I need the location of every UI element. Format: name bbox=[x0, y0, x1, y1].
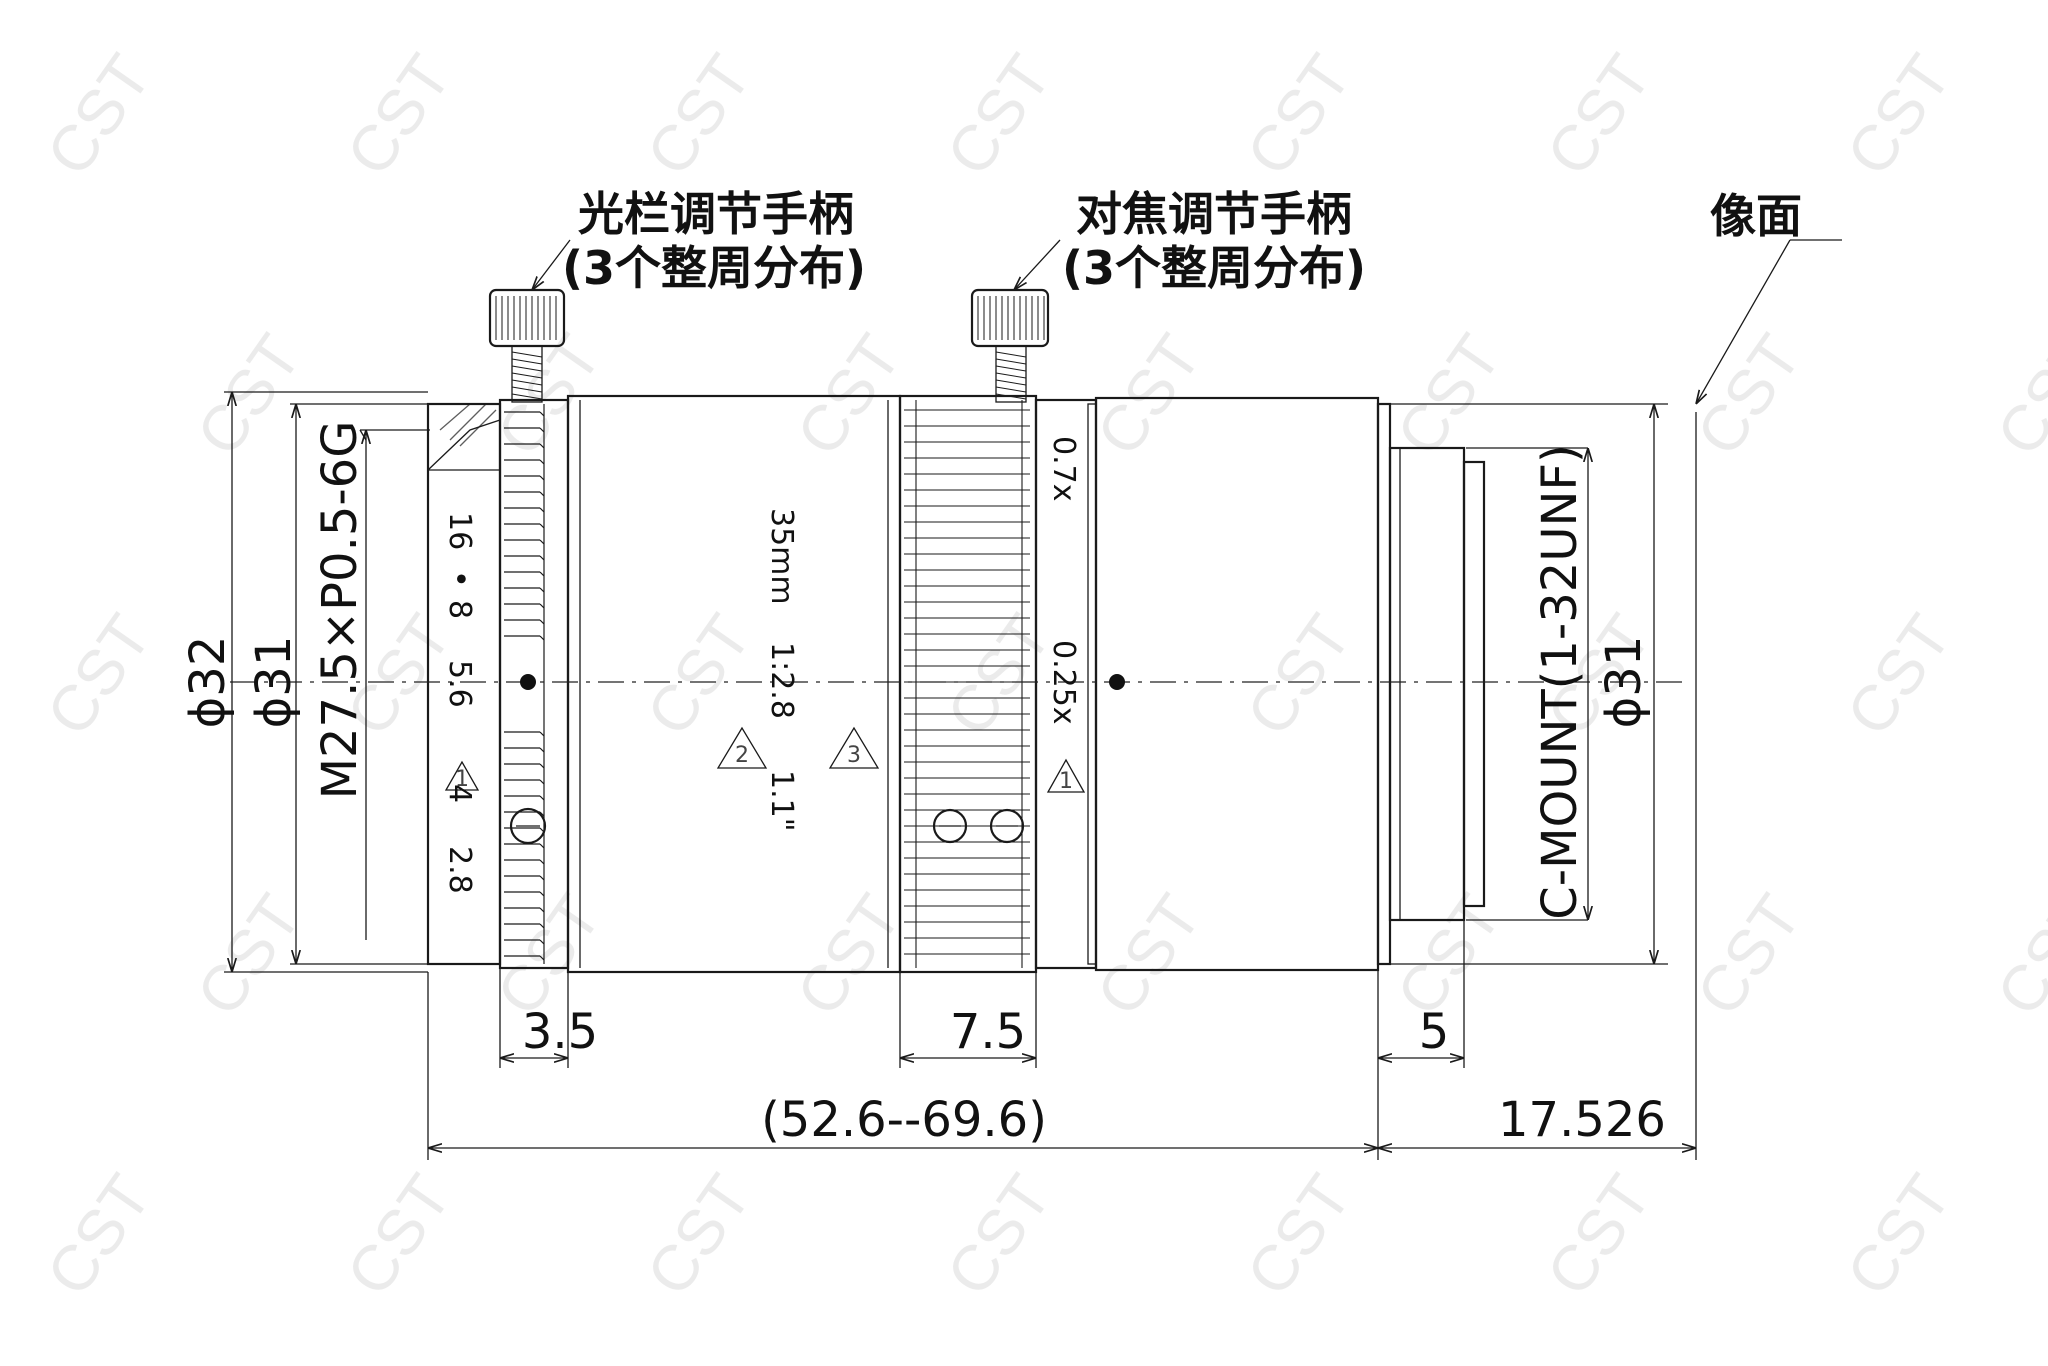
watermark-text: CST bbox=[932, 1162, 1064, 1308]
watermark-text: CST bbox=[1832, 1162, 1964, 1308]
watermark-text: CST bbox=[932, 42, 1064, 188]
flange-distance: 17.526 bbox=[1498, 1092, 1666, 1148]
watermark-text: CST bbox=[32, 1162, 164, 1308]
f-2-8: 2.8 bbox=[442, 846, 477, 894]
iris-handle-thread bbox=[511, 351, 543, 400]
iris-handle-screw bbox=[511, 345, 543, 403]
focal-length: 35mm bbox=[764, 508, 799, 605]
watermark-text: CST bbox=[32, 42, 164, 188]
f-4: 4 bbox=[442, 784, 477, 803]
front-chamfer bbox=[427, 419, 501, 471]
watermark-text: CST bbox=[1982, 322, 2048, 468]
rear-diameter: ϕ31 bbox=[1596, 636, 1652, 729]
watermark-text: CST bbox=[1832, 42, 1964, 188]
mount-thread: C-MOUNT(1-32UNF) bbox=[1532, 444, 1588, 919]
focus-0-7x: 0.7x bbox=[1046, 436, 1081, 501]
watermark-text: CST bbox=[1232, 1162, 1364, 1308]
note-2: 2 bbox=[735, 743, 749, 768]
watermark-text: CST bbox=[1682, 322, 1814, 468]
watermark-text: CST bbox=[1532, 1162, 1664, 1308]
watermark-text: CST bbox=[1082, 322, 1214, 468]
focus-handle-thread bbox=[995, 351, 1027, 400]
watermark-text: CST bbox=[1082, 882, 1214, 1028]
c-mount bbox=[1388, 446, 1466, 922]
note-1-iris: 1 bbox=[455, 767, 469, 792]
iris-ring-width: 3.5 bbox=[522, 1004, 598, 1060]
outer-diameter: ϕ32 bbox=[180, 636, 236, 729]
iris-handle-sublabel: (3个整周分布) bbox=[562, 241, 866, 295]
dimension-lines bbox=[224, 239, 1842, 1160]
focus-handle-sublabel: (3个整周分布) bbox=[1062, 241, 1366, 295]
note-1-focus: 1 bbox=[1059, 769, 1073, 794]
watermark-text: CST bbox=[632, 42, 764, 188]
total-length: (52.6--69.6) bbox=[761, 1092, 1047, 1148]
watermark-text: CST bbox=[1232, 602, 1364, 748]
iris-screw bbox=[509, 807, 547, 845]
watermark-text: CST bbox=[782, 882, 914, 1028]
note-triangles: 1 2 3 1 bbox=[444, 726, 1086, 794]
iris-index-dot bbox=[520, 674, 536, 690]
watermark-text: CST bbox=[1532, 42, 1664, 188]
focus-index-dot bbox=[1109, 674, 1125, 690]
watermark-text: CST bbox=[332, 42, 464, 188]
note-3: 3 bbox=[847, 743, 861, 768]
focus-handle-knob bbox=[970, 288, 1050, 348]
focus-handle-label: 对焦调节手柄 bbox=[1076, 187, 1352, 241]
aperture-scale: 16 • 8 5.6 4 2.8 bbox=[442, 512, 477, 894]
watermark-text: CST bbox=[632, 1162, 764, 1308]
watermark-text: CST bbox=[1382, 322, 1514, 468]
image-plane-label: 像面 bbox=[1710, 189, 1802, 243]
watermark-text: CST bbox=[1682, 882, 1814, 1028]
aperture-ratio: 1:2.8 bbox=[764, 642, 799, 719]
filter-thread: M27.5×P0.5-6G bbox=[312, 421, 368, 800]
front-hatch bbox=[439, 403, 497, 447]
f-5-6: 5.6 bbox=[442, 660, 477, 708]
watermark-text: CST bbox=[1832, 602, 1964, 748]
iris-grooves bbox=[504, 404, 545, 964]
focus-handle-screw bbox=[995, 345, 1027, 403]
iris-handle-label: 光栏调节手柄 bbox=[578, 187, 854, 241]
watermark-text: CST bbox=[182, 322, 314, 468]
focus-knurl bbox=[977, 296, 1045, 340]
lens-markings: 35mm 1:2.8 1.1" bbox=[764, 508, 799, 832]
f-16: 16 bbox=[442, 512, 477, 550]
watermark-text: CST bbox=[632, 602, 764, 748]
focus-grooves bbox=[904, 400, 1030, 968]
f-8: 8 bbox=[442, 600, 477, 619]
focus-screws bbox=[932, 808, 1025, 844]
iris-knurl bbox=[495, 296, 557, 340]
scale-dot: • bbox=[442, 570, 477, 588]
watermark-text: CST bbox=[932, 602, 1064, 748]
focus-ring-width: 7.5 bbox=[950, 1004, 1026, 1060]
watermark-text: CST bbox=[182, 882, 314, 1028]
watermark-text: CST bbox=[1982, 882, 2048, 1028]
lens-body bbox=[426, 288, 1486, 974]
body-diameter: ϕ31 bbox=[246, 636, 302, 729]
watermark-text: CST bbox=[1232, 42, 1364, 188]
sensor-format: 1.1" bbox=[764, 770, 799, 832]
watermark-text: CST bbox=[332, 1162, 464, 1308]
focus-0-25x: 0.25x bbox=[1046, 640, 1081, 725]
watermark-text: CST bbox=[32, 602, 164, 748]
mount-length: 5 bbox=[1419, 1004, 1450, 1060]
focus-scale: 0.7x 0.25x bbox=[1046, 436, 1081, 725]
